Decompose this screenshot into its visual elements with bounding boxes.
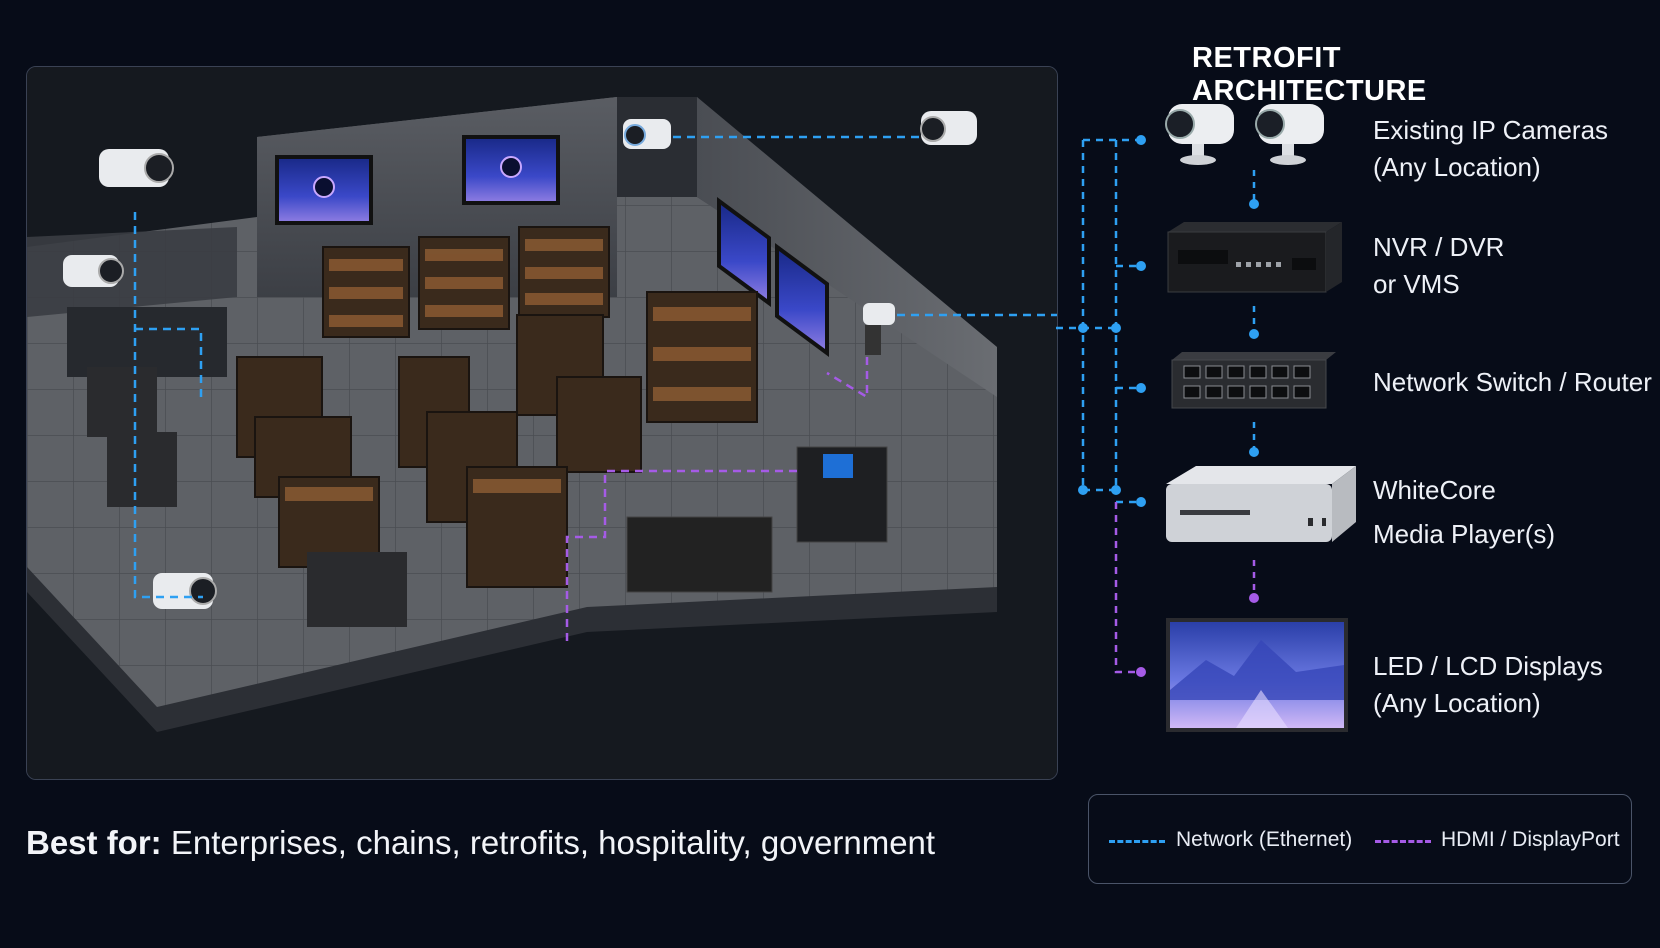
nvr-label-line2: or VMS (1373, 269, 1460, 299)
architecture-diagram (1056, 104, 1356, 732)
network-bus (1056, 138, 1141, 504)
hdmi-bus (1114, 502, 1141, 674)
switch-label-line1: Network Switch / Router (1373, 367, 1652, 397)
store-camera-icon (99, 149, 174, 187)
ip-camera-icon (1165, 104, 1324, 165)
store-hdmi-lines (565, 357, 869, 647)
label-nvr: NVR / DVR or VMS (1373, 229, 1504, 303)
nvr-recorder-icon (1167, 222, 1342, 293)
store-camera-icon (863, 303, 895, 355)
player-label-line1: WhiteCore (1373, 475, 1496, 505)
label-switch: Network Switch / Router (1373, 364, 1652, 401)
architecture-title: RETROFIT ARCHITECTURE (1192, 42, 1427, 107)
best-for-label: Best for: (26, 824, 162, 861)
legend: Network (Ethernet) HDMI / DisplayPort (1088, 794, 1632, 884)
store-illustration (26, 66, 1058, 780)
display-screen-icon (1166, 618, 1348, 732)
store-camera-icon (623, 119, 671, 149)
displays-label-line2: (Any Location) (1373, 688, 1541, 718)
nvr-label-line1: NVR / DVR (1373, 232, 1505, 262)
player-label-line2: Media Player(s) (1373, 519, 1556, 549)
store-floor-plan (27, 67, 1057, 779)
label-displays: LED / LCD Displays (Any Location) (1373, 648, 1603, 722)
best-for-caption: Best for: Enterprises, chains, retrofits… (26, 824, 935, 862)
displays-label-line1: LED / LCD Displays (1373, 651, 1603, 681)
store-camera-icon (920, 111, 977, 145)
store-camera-icon (63, 255, 124, 287)
label-player: WhiteCore Media Player(s) (1373, 468, 1555, 556)
store-network-lines (133, 135, 1057, 599)
hdmi-legend-label: HDMI / DisplayPort (1441, 828, 1620, 851)
network-switch-icon (1171, 352, 1336, 409)
cameras-label-line2: (Any Location) (1373, 152, 1541, 182)
hdmi-legend-swatch (1375, 840, 1431, 843)
store-camera-icon (153, 573, 217, 609)
media-player-icon (1166, 466, 1356, 542)
network-legend-label: Network (Ethernet) (1176, 828, 1353, 851)
label-cameras: Existing IP Cameras (Any Location) (1373, 112, 1608, 186)
cameras-label-line1: Existing IP Cameras (1373, 115, 1609, 145)
network-legend-swatch (1109, 840, 1165, 843)
best-for-text: Enterprises, chains, retrofits, hospital… (170, 824, 936, 861)
